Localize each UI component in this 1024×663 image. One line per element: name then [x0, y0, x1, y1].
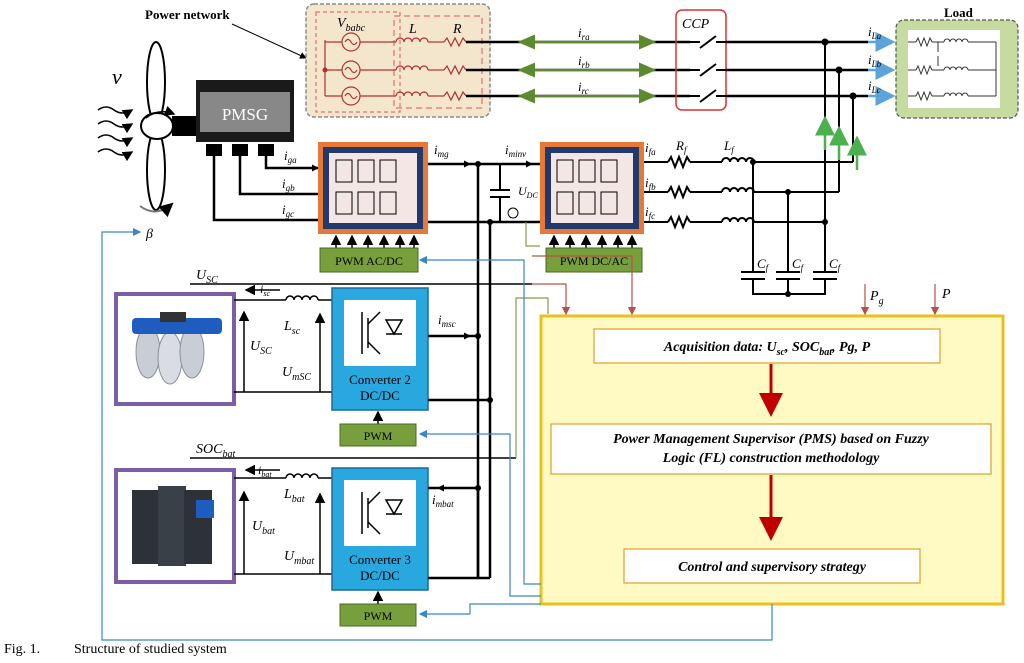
v-babc-label: Vbabc — [337, 16, 366, 34]
pms-box — [550, 423, 992, 475]
l-bat-label: Lbat — [283, 487, 305, 505]
i-mbat-label: imbat — [432, 492, 454, 509]
pitch-label: β — [145, 227, 153, 242]
pms-label-line1: Power Management Supervisor (PMS) based … — [613, 432, 930, 447]
inductor-L-label: L — [408, 22, 417, 37]
p-label: P — [941, 287, 951, 302]
pwm-2: PWM — [339, 410, 417, 447]
figure-caption-text: Structure of studied system — [74, 642, 227, 657]
pwm-3: PWM — [339, 590, 417, 627]
pwm-dcac-label: PWM DC/AC — [560, 254, 628, 268]
converter-2-label-line1: Converter 2 — [349, 372, 411, 387]
power-network: Power network Vbabc L R — [145, 3, 491, 118]
converter-2: Converter 2 DC/DC — [331, 287, 429, 411]
pwm-3-label: PWM — [364, 609, 393, 623]
i-sc-label: isc — [260, 282, 270, 298]
u-bat-label: Ubat — [252, 519, 275, 537]
i-mg-label: img — [434, 142, 449, 159]
p-g-label: Pg — [869, 289, 884, 307]
bidirectional-arrows — [517, 34, 657, 104]
converter-3-label-line1: Converter 3 — [349, 552, 411, 567]
i-rb-label: irb — [578, 53, 590, 70]
u-msc-label: UmSC — [282, 365, 311, 383]
i-fc-label: ifc — [645, 204, 655, 221]
dc-link-capacitor — [490, 164, 510, 222]
pmsg-label: PMSG — [222, 105, 268, 124]
rectifier-acdc — [318, 142, 428, 234]
c-f-label-3: Cf — [829, 256, 842, 273]
u-mbat-label: Umbat — [284, 549, 314, 567]
ccp-to-load-lines — [726, 40, 868, 98]
wind-speed-label: v — [112, 64, 122, 89]
resistor-R-label: R — [452, 22, 462, 37]
ccp-switch: CCP — [675, 9, 727, 111]
c-f-label-1: Cf — [757, 256, 770, 273]
generator-lines — [212, 156, 320, 222]
battery: SOCbat — [114, 442, 236, 584]
i-ga-label: iga — [284, 148, 297, 165]
i-minv-label: iminv — [505, 142, 526, 159]
converter-2-bus-lines — [428, 334, 490, 402]
wind-turbine: v β — [97, 41, 176, 242]
pwm-acdc: PWM AC/DC — [319, 234, 420, 273]
pwm-dcac: PWM DC/AC — [545, 234, 643, 273]
c-f-label-2: Cf — [792, 256, 805, 273]
l-f-label: Lf — [723, 138, 735, 155]
control-signals — [101, 227, 773, 641]
converter-3: Converter 3 DC/DC — [331, 467, 429, 591]
i-La-label: iLa — [868, 24, 882, 41]
converter-2-label-line2: DC/DC — [360, 388, 400, 403]
i-rc-label: irc — [578, 79, 589, 96]
figure-number: Fig. 1. — [4, 642, 41, 657]
i-gc-label: igc — [282, 202, 294, 219]
u-dc-label: UDC — [518, 184, 538, 200]
supercapacitor-lines — [190, 283, 532, 393]
i-gb-label: igb — [282, 176, 295, 193]
figure-caption: Fig. 1. Structure of studied system — [4, 642, 227, 658]
control-label: Control and supervisory strategy — [678, 560, 867, 575]
inverter-dcac — [540, 142, 644, 234]
ccp-label: CCP — [682, 17, 710, 32]
load-block: Load — [895, 5, 1019, 119]
olive-signals — [515, 222, 549, 458]
load-label: Load — [944, 5, 974, 20]
power-network-label: Power network — [145, 7, 230, 22]
acquisition-box — [593, 328, 941, 364]
supervisor-block: Acquisition data: Usc, SOCbat, Pg, P Pow… — [539, 314, 1005, 606]
pwm-acdc-label: PWM AC/DC — [335, 254, 403, 268]
acquisition-label: Acquisition data: Usc, SOCbat, Pg, P — [663, 340, 871, 358]
dc-bus — [428, 162, 540, 578]
filter-lines — [644, 42, 854, 295]
control-box — [623, 548, 921, 584]
battery-image — [132, 486, 214, 566]
i-fb-label: ifb — [645, 175, 656, 192]
l-sc-label: Lsc — [283, 319, 301, 337]
i-Lc-label: iLc — [868, 78, 881, 95]
inverter-current-arrows — [815, 115, 867, 170]
battery-lines — [190, 457, 516, 575]
r-f-label: Rf — [675, 138, 688, 155]
pmsg: PMSG — [172, 80, 294, 156]
i-msc-label: imsc — [438, 312, 456, 329]
soc-bat-label: SOCbat — [196, 442, 235, 460]
i-Lb-label: iLb — [868, 52, 882, 69]
measurement-signals — [532, 255, 940, 316]
u-sc-label: USC — [250, 339, 272, 357]
i-ra-label: ira — [578, 25, 590, 42]
load-current-arrows — [868, 32, 896, 106]
i-bat-label: ibat — [258, 463, 272, 479]
converter-3-label-line2: DC/DC — [360, 568, 400, 583]
i-fa-label: ifa — [645, 140, 656, 157]
pwm-2-label: PWM — [364, 429, 393, 443]
supercapacitor-image — [132, 312, 222, 385]
supercapacitor: USC — [114, 268, 236, 406]
u-sc-top-label: USC — [196, 268, 218, 286]
pms-label-line2: Logic (FL) construction methodology — [662, 451, 880, 466]
